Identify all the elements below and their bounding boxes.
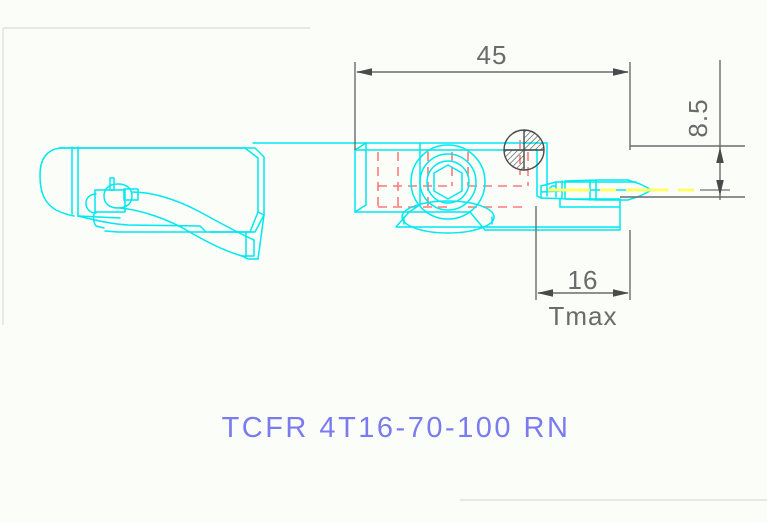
arrowhead-bottom-85: [716, 180, 724, 196]
top-view-geometry: [252, 142, 653, 234]
dimension-overall-length: [354, 62, 631, 150]
side-view-geometry: [39, 146, 265, 260]
arrowhead-top-85: [716, 147, 724, 163]
frame-lines: [2, 27, 767, 501]
datum-quadrant-top-right: [524, 130, 544, 150]
datum-circle-symbol: [503, 129, 545, 171]
dimension-head-height: [620, 60, 745, 200]
dimension-value-45: 45: [477, 40, 508, 70]
dimension-tmax-width: [535, 206, 631, 300]
arrowhead-left-45: [356, 68, 372, 76]
arrowhead-right-45: [613, 68, 629, 76]
dimension-value-85: 8.5: [683, 98, 713, 137]
datum-quadrant-bottom-left: [504, 150, 524, 170]
tmax-label: Tmax: [549, 301, 618, 331]
arrowhead-left-16: [537, 289, 553, 297]
drawing-title: TCFR 4T16-70-100 RN: [222, 412, 571, 444]
dimension-value-16: 16: [568, 265, 599, 295]
arrowhead-right-16: [613, 289, 629, 297]
